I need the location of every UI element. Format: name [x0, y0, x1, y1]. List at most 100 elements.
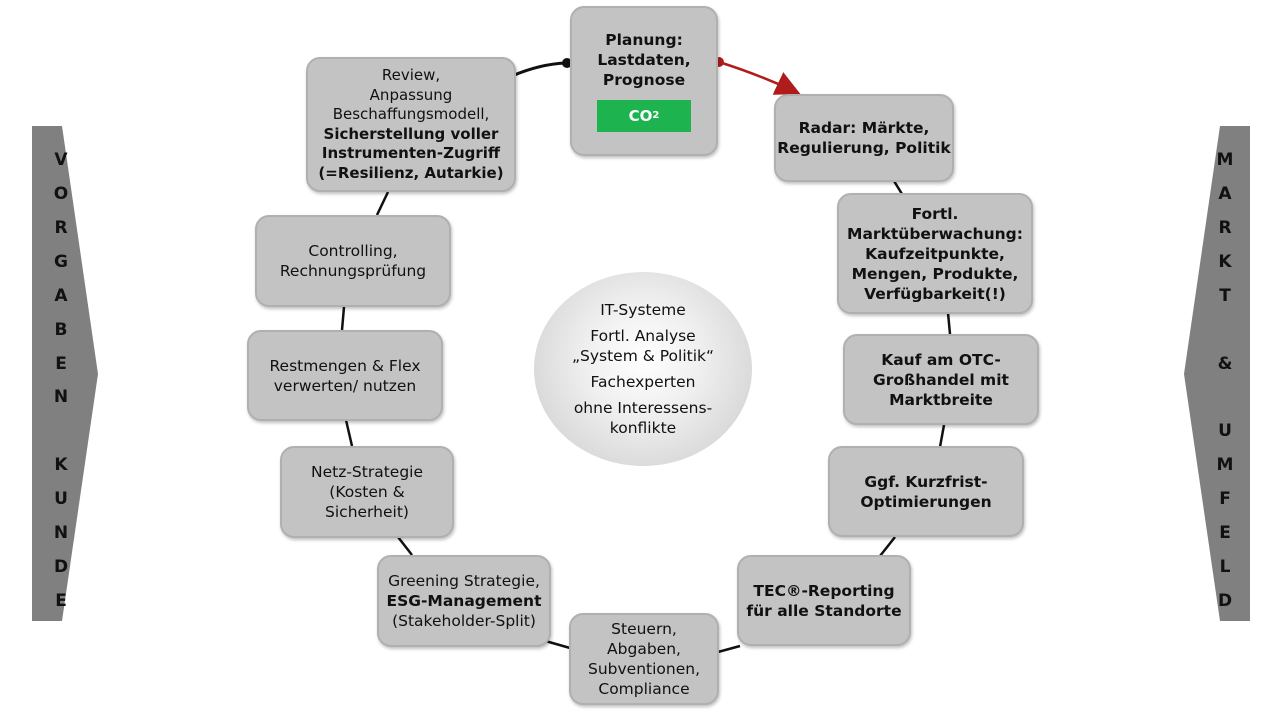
connector-netz-restmengen: [344, 419, 354, 447]
box-text: Mengen, Produkte,: [851, 264, 1019, 283]
arrow-letter: R: [1218, 217, 1232, 238]
box-text: Compliance: [598, 680, 690, 698]
box-text: Kauf am OTC-: [881, 350, 1001, 369]
arrow-letter: O: [53, 183, 69, 204]
arrow-letter: A: [1218, 183, 1232, 204]
arrow-letter: U: [1218, 421, 1232, 442]
arrow-letter: M: [1216, 455, 1234, 476]
co2-text: CO: [628, 107, 653, 125]
box-text: Abgaben,: [607, 640, 681, 658]
arrow-planung-radar: [718, 60, 801, 95]
arrow-letter: E: [55, 353, 67, 374]
box-kurzfrist: Ggf. Kurzfrist- Optimierungen: [828, 446, 1024, 537]
box-restmengen: Restmengen & Flex verwerten/ nutzen: [247, 330, 443, 421]
arrow-letter: L: [1219, 557, 1231, 578]
arrow-letter: U: [54, 489, 68, 510]
arrow-letter: &: [1217, 353, 1233, 374]
box-text: verwerten/ nutzen: [273, 376, 417, 395]
center-line: „System & Politik“: [571, 347, 715, 365]
box-text: Controlling,: [308, 242, 398, 260]
center-line: ohne Interessens-: [573, 399, 713, 417]
box-text: (=Resilienz, Autarkie): [318, 163, 504, 182]
arrow-letter: D: [53, 557, 69, 578]
connector-controlling-review: [375, 191, 390, 216]
box-text: Verfügbarkeit(!): [864, 284, 1006, 303]
connector-radar-fortl: [892, 180, 904, 195]
box-text: Regulierung, Politik: [777, 139, 951, 157]
center-circle: IT-Systeme Fortl. Analyse „System & Poli…: [534, 272, 752, 466]
box-text: (Stakeholder-Split): [392, 612, 536, 630]
box-text: Sicherstellung voller: [323, 124, 499, 143]
arrow-letter: N: [53, 523, 69, 544]
connector-fortl-kauf: [946, 312, 952, 335]
box-text: Steuern,: [611, 620, 677, 638]
box-text: Instrumenten-Zugriff: [321, 144, 501, 162]
box-text: Lastdaten,: [597, 51, 691, 69]
connector-review-planung: [511, 61, 567, 78]
connector-kurzfrist-tec: [879, 536, 896, 557]
box-text: Ggf. Kurzfrist-: [864, 472, 988, 491]
arrow-letter: [1222, 387, 1228, 407]
box-text: Marktüberwachung:: [847, 224, 1023, 243]
connector-greening-netz: [397, 536, 413, 556]
arrow-letter: N: [53, 387, 69, 408]
center-line: Fortl. Analyse: [590, 327, 696, 345]
box-text: Optimierungen: [860, 492, 992, 511]
box-steuern: Steuern, Abgaben, Subventionen, Complian…: [569, 613, 719, 705]
arrow-letter: A: [54, 285, 68, 306]
box-text: für alle Standorte: [746, 601, 902, 620]
arrow-letter: [1222, 320, 1228, 340]
arrow-letter: E: [55, 590, 67, 611]
box-tec-reporting: TEC®-Reporting für alle Standorte: [737, 555, 911, 646]
center-line: IT-Systeme: [600, 301, 686, 319]
box-text: Sicherheit): [325, 503, 409, 521]
box-text: TEC®-Reporting: [753, 581, 895, 600]
box-text: Anpassung: [369, 85, 453, 104]
connector-dot-start: [562, 58, 572, 68]
box-text: Restmengen & Flex: [269, 356, 421, 375]
center-line: konflikte: [609, 419, 677, 437]
box-text: Planung:: [605, 31, 683, 49]
box-kauf: Kauf am OTC- Großhandel mit Marktbreite: [843, 334, 1039, 425]
arrow-letter: K: [54, 455, 68, 476]
box-text: (Kosten &: [329, 483, 405, 501]
arrow-letter: R: [54, 217, 68, 238]
box-text: Beschaffungsmodell,: [332, 105, 490, 123]
box-text: Rechnungsprüfung: [279, 262, 427, 280]
co2-subscript: 2: [652, 110, 660, 121]
arrow-letter: F: [1219, 489, 1231, 510]
box-netz: Netz-Strategie (Kosten & Sicherheit): [280, 446, 454, 538]
arrow-letter: E: [1219, 523, 1231, 544]
box-text: Review,: [381, 66, 441, 84]
arrow-letter: T: [1219, 285, 1231, 306]
connector-restmengen-controlling: [340, 306, 346, 331]
box-text: ESG-Management: [386, 592, 542, 610]
arrow-letter: V: [54, 150, 68, 170]
box-text: Kaufzeitpunkte,: [865, 244, 1005, 263]
arrow-letter: M: [1216, 150, 1234, 170]
box-text: Subventionen,: [587, 660, 700, 678]
box-text: Marktbreite: [889, 390, 993, 409]
box-radar: Radar: Märkte, Regulierung, Politik: [774, 94, 954, 182]
box-text: Prognose: [602, 71, 686, 89]
center-line: Fachexperten: [590, 373, 696, 391]
box-text: Radar: Märkte,: [798, 119, 930, 137]
box-greening: Greening Strategie, ESG-Management (Stak…: [377, 555, 551, 647]
arrow-letter: B: [54, 319, 68, 340]
box-text: Großhandel mit: [873, 370, 1009, 389]
arrow-letter: G: [54, 251, 68, 272]
box-controlling: Controlling, Rechnungsprüfung: [255, 215, 451, 307]
arrow-letter: K: [1218, 251, 1232, 272]
connector-kauf-kurzfrist: [938, 424, 946, 448]
connector-tec-steuern: [717, 644, 741, 654]
box-text: Greening Strategie,: [388, 572, 540, 590]
arrow-letter: [58, 421, 64, 441]
box-review: Review, Anpassung Beschaffungsmodell, Si…: [306, 57, 516, 192]
box-text: Fortl.: [911, 204, 959, 223]
